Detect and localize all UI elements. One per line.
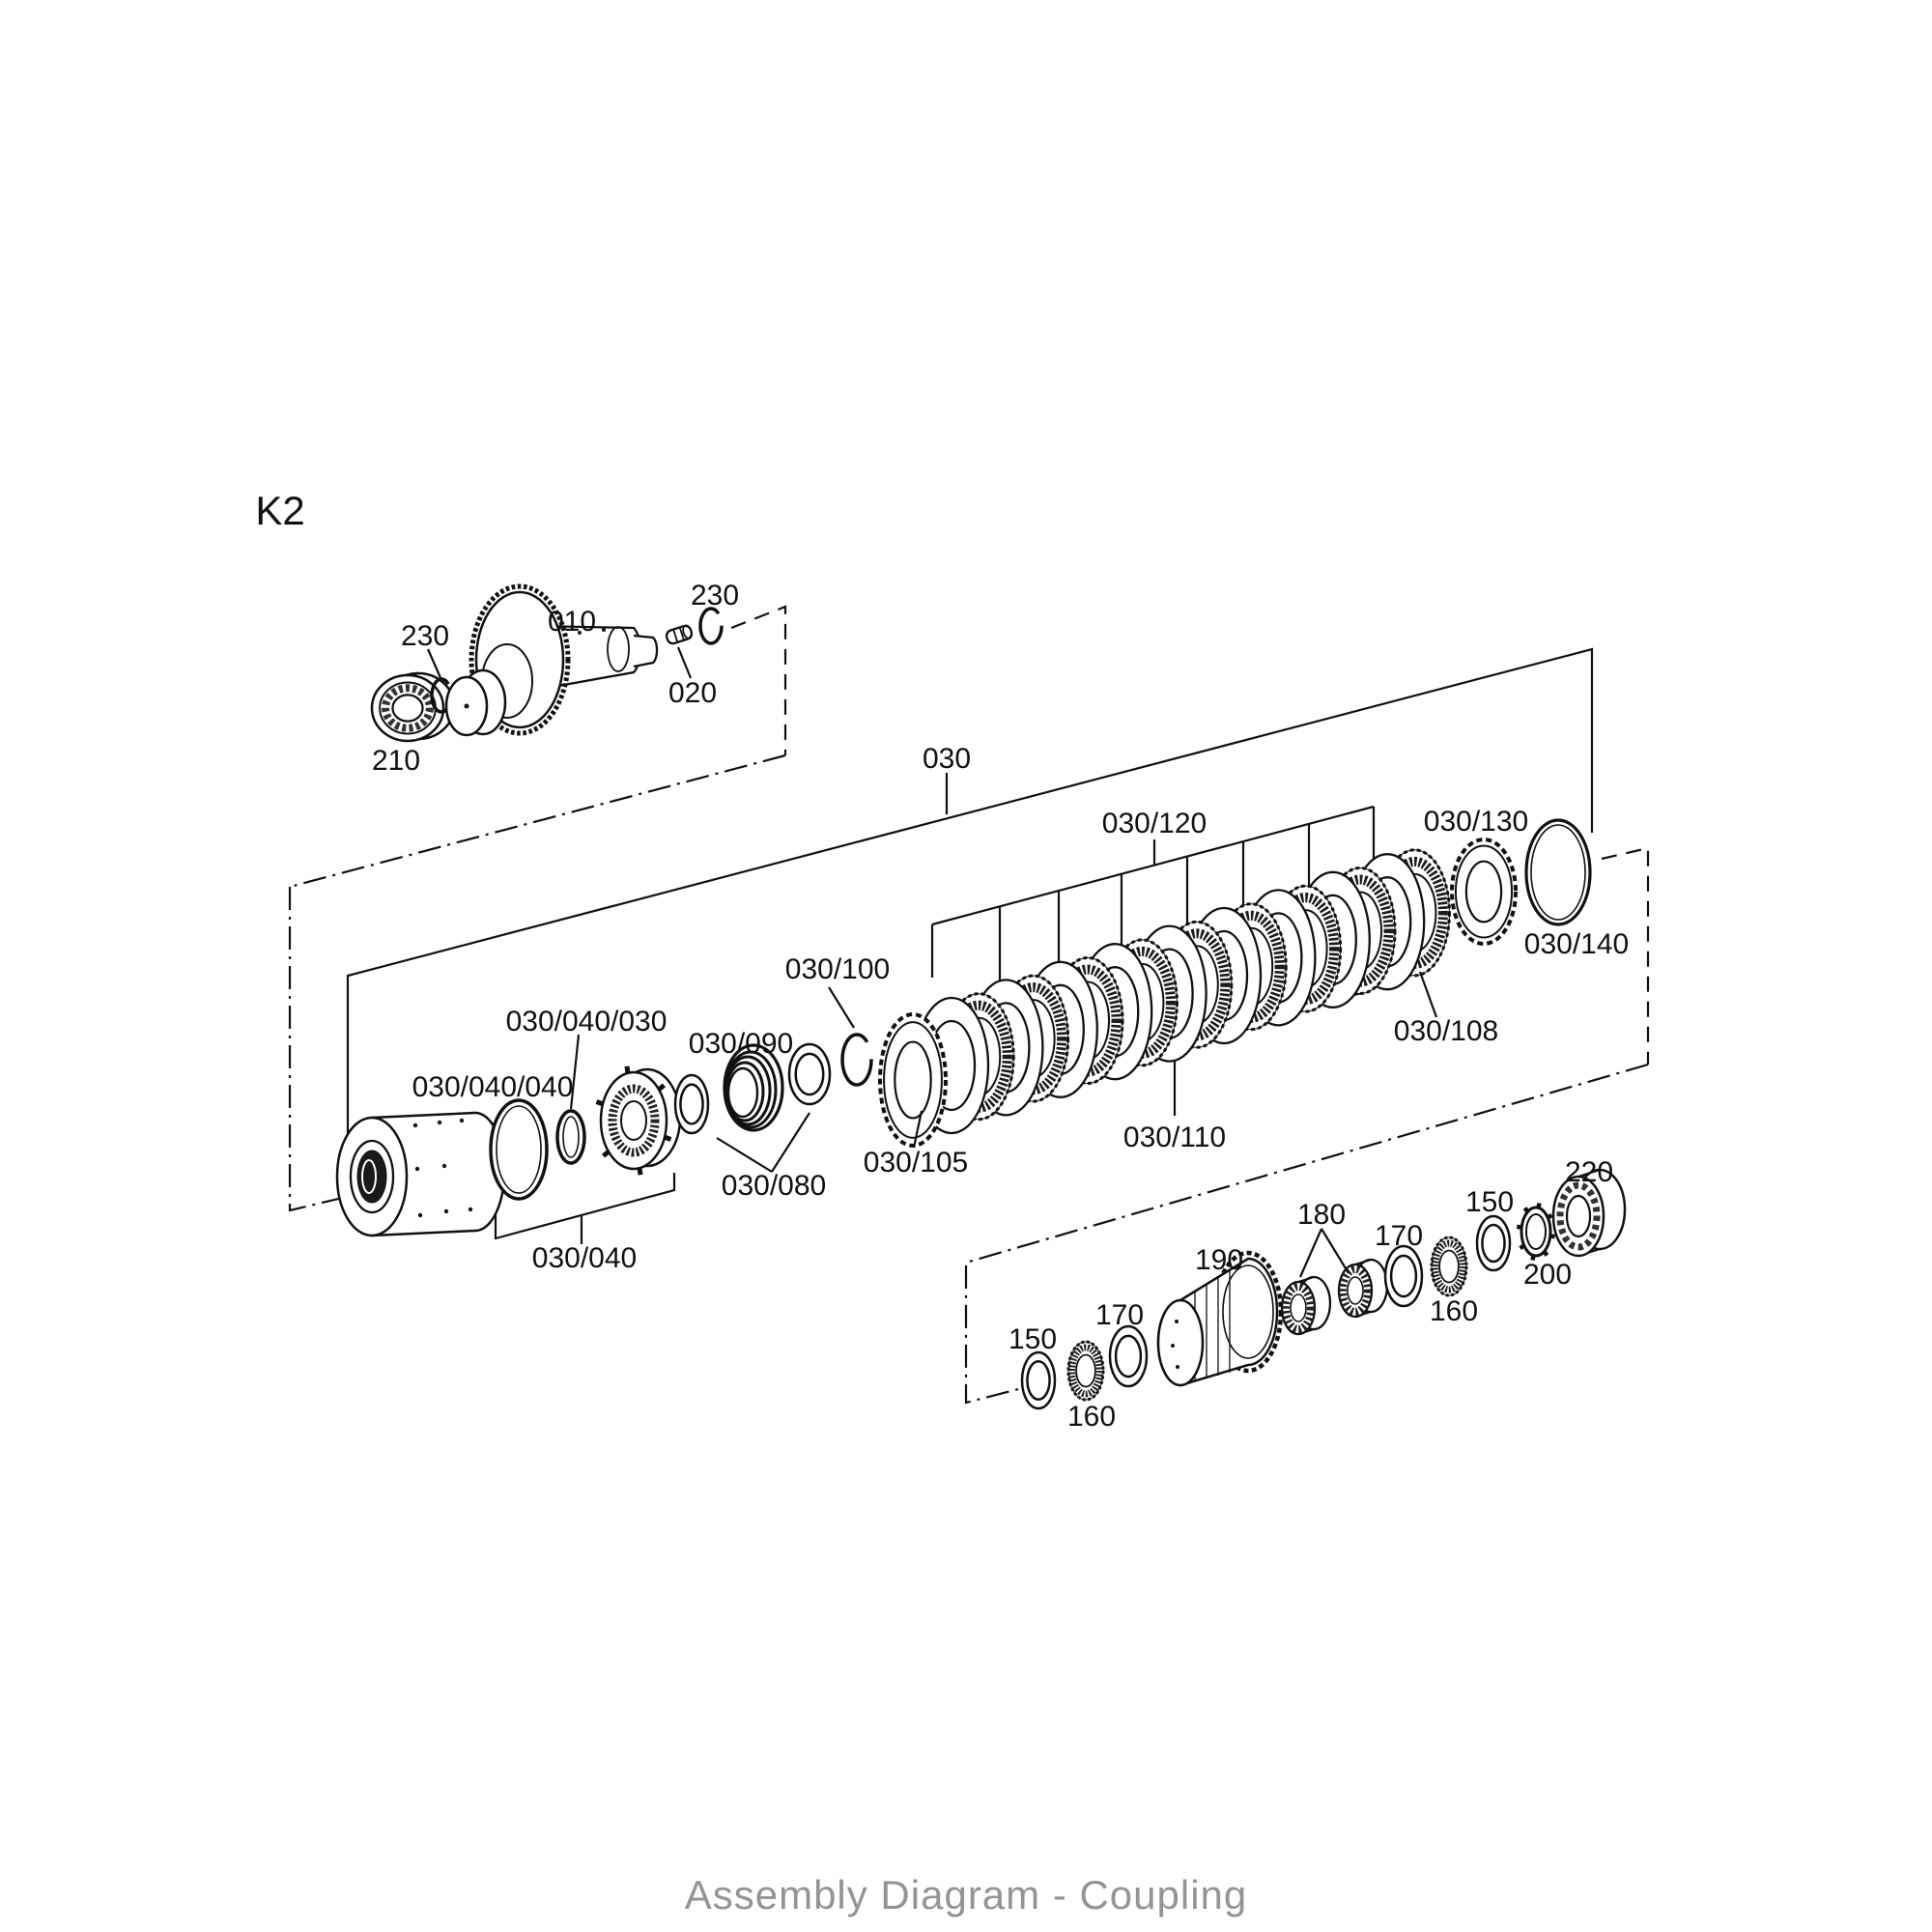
part-end-disc-030-105 [878,1012,948,1148]
label-030-040-030: 030/040/030 [506,1006,668,1037]
leader-230-left [426,648,443,681]
label-150-left: 150 [1009,1323,1057,1355]
label-030-040: 030/040 [532,1242,637,1274]
label-030-040-040: 030/040/040 [412,1071,574,1103]
part-tooth-ring-160-left [1066,1340,1105,1402]
label-210: 210 [372,745,420,777]
part-drum-030-040 [335,1111,506,1237]
group-box-top-dash [730,605,787,755]
label-230-left: 230 [401,620,449,652]
label-010: 010 [548,606,596,638]
label-150-right: 150 [1465,1186,1514,1218]
part-tooth-ring-160-right [1430,1236,1468,1297]
label-160-left: 160 [1067,1401,1116,1433]
label-030-100: 030/100 [785,953,890,985]
part-pin-020 [665,624,694,645]
label-030: 030 [923,743,971,775]
part-ring-150-right [1475,1214,1512,1272]
leader-030-040-030 [569,1034,581,1110]
label-030-130: 030/130 [1424,806,1528,838]
part-end-plate-030-130 [1450,838,1518,946]
leader-030-080-a [716,1137,773,1173]
label-160-right: 160 [1430,1295,1478,1327]
part-needle-cage-180-left [1280,1275,1332,1336]
part-bearing-210 [370,671,456,743]
part-splined-hub-030-040 [595,1065,682,1176]
leader-020 [676,646,693,679]
leader-180-a [1298,1228,1323,1278]
part-lock-plate-200 [1516,1203,1556,1261]
part-snap-ring-030-140 [1524,818,1592,926]
part-gear-190 [1156,1250,1284,1387]
leader-030-108 [1418,971,1438,1018]
group-030-solid-box [346,647,1594,1138]
part-bearing-220 [1551,1168,1627,1258]
label-170-left: 170 [1095,1299,1144,1331]
label-030-120: 030/120 [1102,808,1207,839]
part-ring-150-left [1020,1350,1057,1410]
leader-030-080-b [771,1112,810,1173]
label-030-090: 030/090 [689,1028,793,1060]
leader-030-100 [828,986,855,1029]
group-box-lower [964,1063,1649,1405]
label-020: 020 [668,677,717,709]
part-spring-030-090 [723,1043,784,1132]
part-gear-010 [444,583,659,737]
part-flat-ring-030-080-left [673,1073,710,1135]
label-230-right: 230 [691,580,739,611]
part-flat-ring-030-080-right [787,1042,832,1106]
k2-title: K2 [255,488,304,533]
part-clutch-pack [913,848,1451,1135]
label-220: 220 [1565,1156,1613,1188]
part-needle-cage-180-right [1337,1258,1389,1319]
part-snap-ring-230-right [698,607,724,645]
part-oring-030-040-040 [489,1098,549,1201]
bracket-030-120-line [931,805,1375,926]
label-030-140: 030/140 [1524,928,1629,960]
label-030-105: 030/105 [864,1147,968,1179]
label-030-080: 030/080 [722,1170,826,1202]
leader-030-105 [912,1110,923,1149]
label-190: 190 [1195,1244,1243,1276]
part-ring-170-left [1108,1324,1149,1388]
label-030-110: 030/110 [1123,1122,1226,1153]
group-box-mid-left [288,887,380,1212]
part-ring-170-right [1383,1244,1424,1308]
leader-180-b [1321,1228,1350,1274]
label-200: 200 [1523,1259,1572,1291]
label-170-right: 170 [1375,1220,1423,1252]
part-oring-030-040-030 [555,1109,586,1165]
group-box-top-diag [289,753,786,889]
diagram-caption: Assembly Diagram - Coupling [684,1872,1248,1918]
part-snap-ring-030-100 [840,1033,873,1087]
label-180: 180 [1297,1199,1346,1231]
label-030-108: 030/108 [1394,1015,1498,1047]
